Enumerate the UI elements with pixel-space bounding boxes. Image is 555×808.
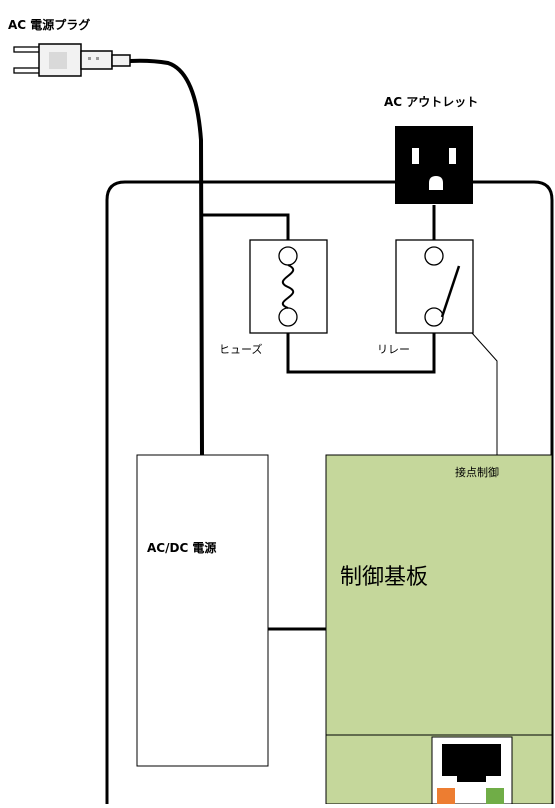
- acdc-power-label: AC/DC 電源: [147, 541, 217, 555]
- ethernet-port-icon: [431, 736, 513, 805]
- relay-label: リレー: [377, 343, 410, 356]
- fuse-icon: [249, 239, 328, 334]
- control-board-label: 制御基板: [340, 565, 429, 590]
- ac-outlet-icon: [395, 126, 473, 204]
- contact-control-label: 接点制御: [455, 466, 499, 479]
- relay-icon: [395, 239, 474, 334]
- wire-fuse-to-relay: [286, 333, 436, 374]
- wire-relay-control: [471, 332, 498, 455]
- ac-outlet-label: AC アウトレット: [384, 95, 479, 109]
- ac-plug-icon: [13, 43, 131, 77]
- enclosure-box: [105, 180, 554, 804]
- fuse-label: ヒューズ: [219, 343, 263, 356]
- power-cord: [129, 58, 204, 456]
- wire-to-fuse: [202, 213, 290, 240]
- ac-plug-label: AC 電源プラグ: [8, 18, 91, 32]
- acdc-power-box: [136, 454, 269, 767]
